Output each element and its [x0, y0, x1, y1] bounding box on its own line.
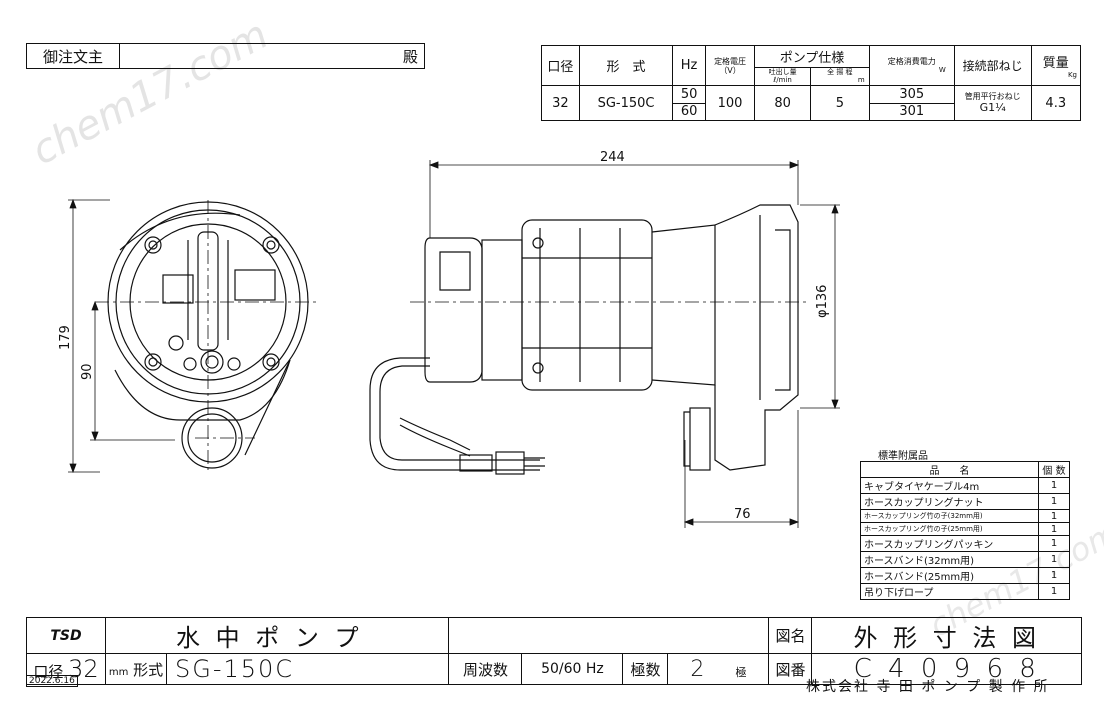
order-box: 御注文主 殿	[26, 43, 425, 69]
spec-header-thread: 接続部ねじ	[953, 44, 1032, 87]
accessory-name: ホースカップリング竹の子(25mm用)	[860, 522, 1039, 536]
spec-model: SG-150C	[578, 85, 674, 121]
accessory-qty: 1	[1038, 535, 1070, 552]
accessories-col-qty: 個 数	[1038, 461, 1070, 478]
accessory-name: ホースカップリングナット	[860, 493, 1039, 510]
accessory-qty: 1	[1038, 509, 1070, 523]
model-value: SG-150C	[165, 653, 450, 685]
front-view	[107, 201, 309, 469]
drawing-number: C 4 0 9 6 8	[811, 653, 1082, 685]
company-name: 株式会社 寺 田 ポ ン プ 製 作 所	[806, 679, 1050, 695]
dim-179: 179	[58, 325, 73, 350]
accessories-col-name: 品 名	[860, 461, 1039, 478]
accessory-qty: 1	[1038, 493, 1070, 510]
order-label: 御注文主	[26, 43, 120, 69]
drawing-name-label: 図名	[768, 617, 813, 654]
accessory-qty: 1	[1038, 477, 1070, 494]
spec-hz60: 60	[672, 102, 706, 122]
spec-head: 5	[809, 85, 870, 121]
drawing-name: 外 形 寸 法 図	[811, 617, 1082, 654]
spec-bore: 32	[541, 85, 580, 121]
product-name: 水 中 ポ ン プ	[104, 617, 450, 654]
blank-cell	[448, 617, 770, 654]
title-block: TSD 水 中 ポ ン プ 図名 外 形 寸 法 図 口径 32 mm 形式 S…	[26, 617, 1082, 685]
accessory-qty: 1	[1038, 522, 1070, 536]
accessory-name: ホースカップリング竹の子(32mm用)	[860, 509, 1039, 523]
spec-header-pump-spec: ポンプ仕様	[754, 45, 870, 68]
accessory-name: キャブタイヤケーブル4m	[860, 477, 1039, 494]
spec-header-voltage: 定格電圧（V）	[704, 44, 756, 87]
order-suffix: 殿	[119, 43, 425, 69]
drawing-no-label: 図番	[768, 653, 813, 685]
poles-cell: 2 極	[667, 653, 770, 685]
accessory-qty: 1	[1038, 583, 1070, 600]
accessory-name: ホースバンド(25mm用)	[860, 567, 1039, 584]
freq-value: 50/60 Hz	[521, 653, 624, 685]
side-view	[369, 204, 799, 475]
dim-136: φ136	[815, 284, 830, 318]
dim-90: 90	[80, 363, 95, 380]
model-label-cell: mm 形式	[105, 653, 167, 685]
spec-header-bore: 口径	[541, 44, 580, 87]
spec-header-model: 形 式	[578, 44, 674, 87]
accessory-qty: 1	[1038, 567, 1070, 584]
company-logo: TSD	[26, 617, 106, 654]
spec-weight: 4.3	[1030, 85, 1082, 121]
spec-power60: 301	[868, 102, 955, 122]
accessories-title: 標準附属品	[878, 451, 928, 462]
accessory-name: ホースバンド(32mm用)	[860, 551, 1039, 568]
poles-label: 極数	[622, 653, 669, 685]
issue-date: 2022.6.16	[26, 675, 78, 687]
accessory-name: ホースカップリングパッキン	[860, 535, 1039, 552]
accessory-name: 吊り下げロープ	[860, 583, 1039, 600]
dim-244: 244	[600, 150, 625, 165]
dim-76: 76	[734, 507, 751, 522]
spec-voltage: 100	[704, 85, 756, 121]
bore-cell: 口径 32	[26, 653, 106, 685]
freq-label: 周波数	[448, 653, 523, 685]
accessory-qty: 1	[1038, 551, 1070, 568]
